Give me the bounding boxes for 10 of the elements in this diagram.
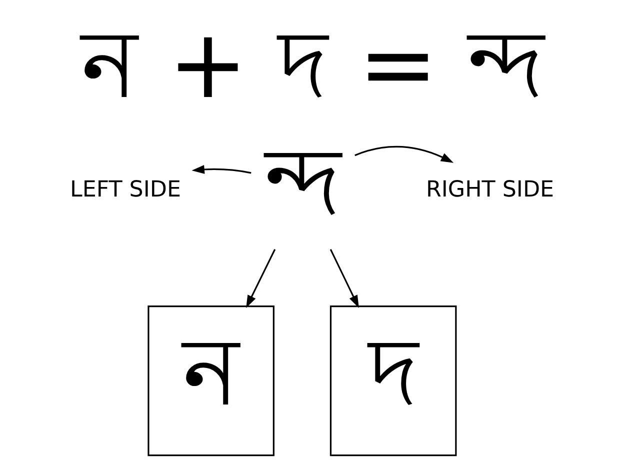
diagram-title: ন + দ = ন্দ	[80, 10, 544, 120]
node-text: RIGHT SIDE	[426, 176, 554, 202]
arrow	[246, 249, 276, 308]
node-box: ন	[148, 306, 274, 456]
arrow	[192, 165, 252, 174]
arrow	[330, 249, 359, 308]
arrow	[354, 146, 454, 163]
node-box: দ	[330, 306, 457, 456]
node-text: ন্দ	[264, 127, 341, 238]
node-text: LEFT SIDE	[70, 176, 181, 202]
